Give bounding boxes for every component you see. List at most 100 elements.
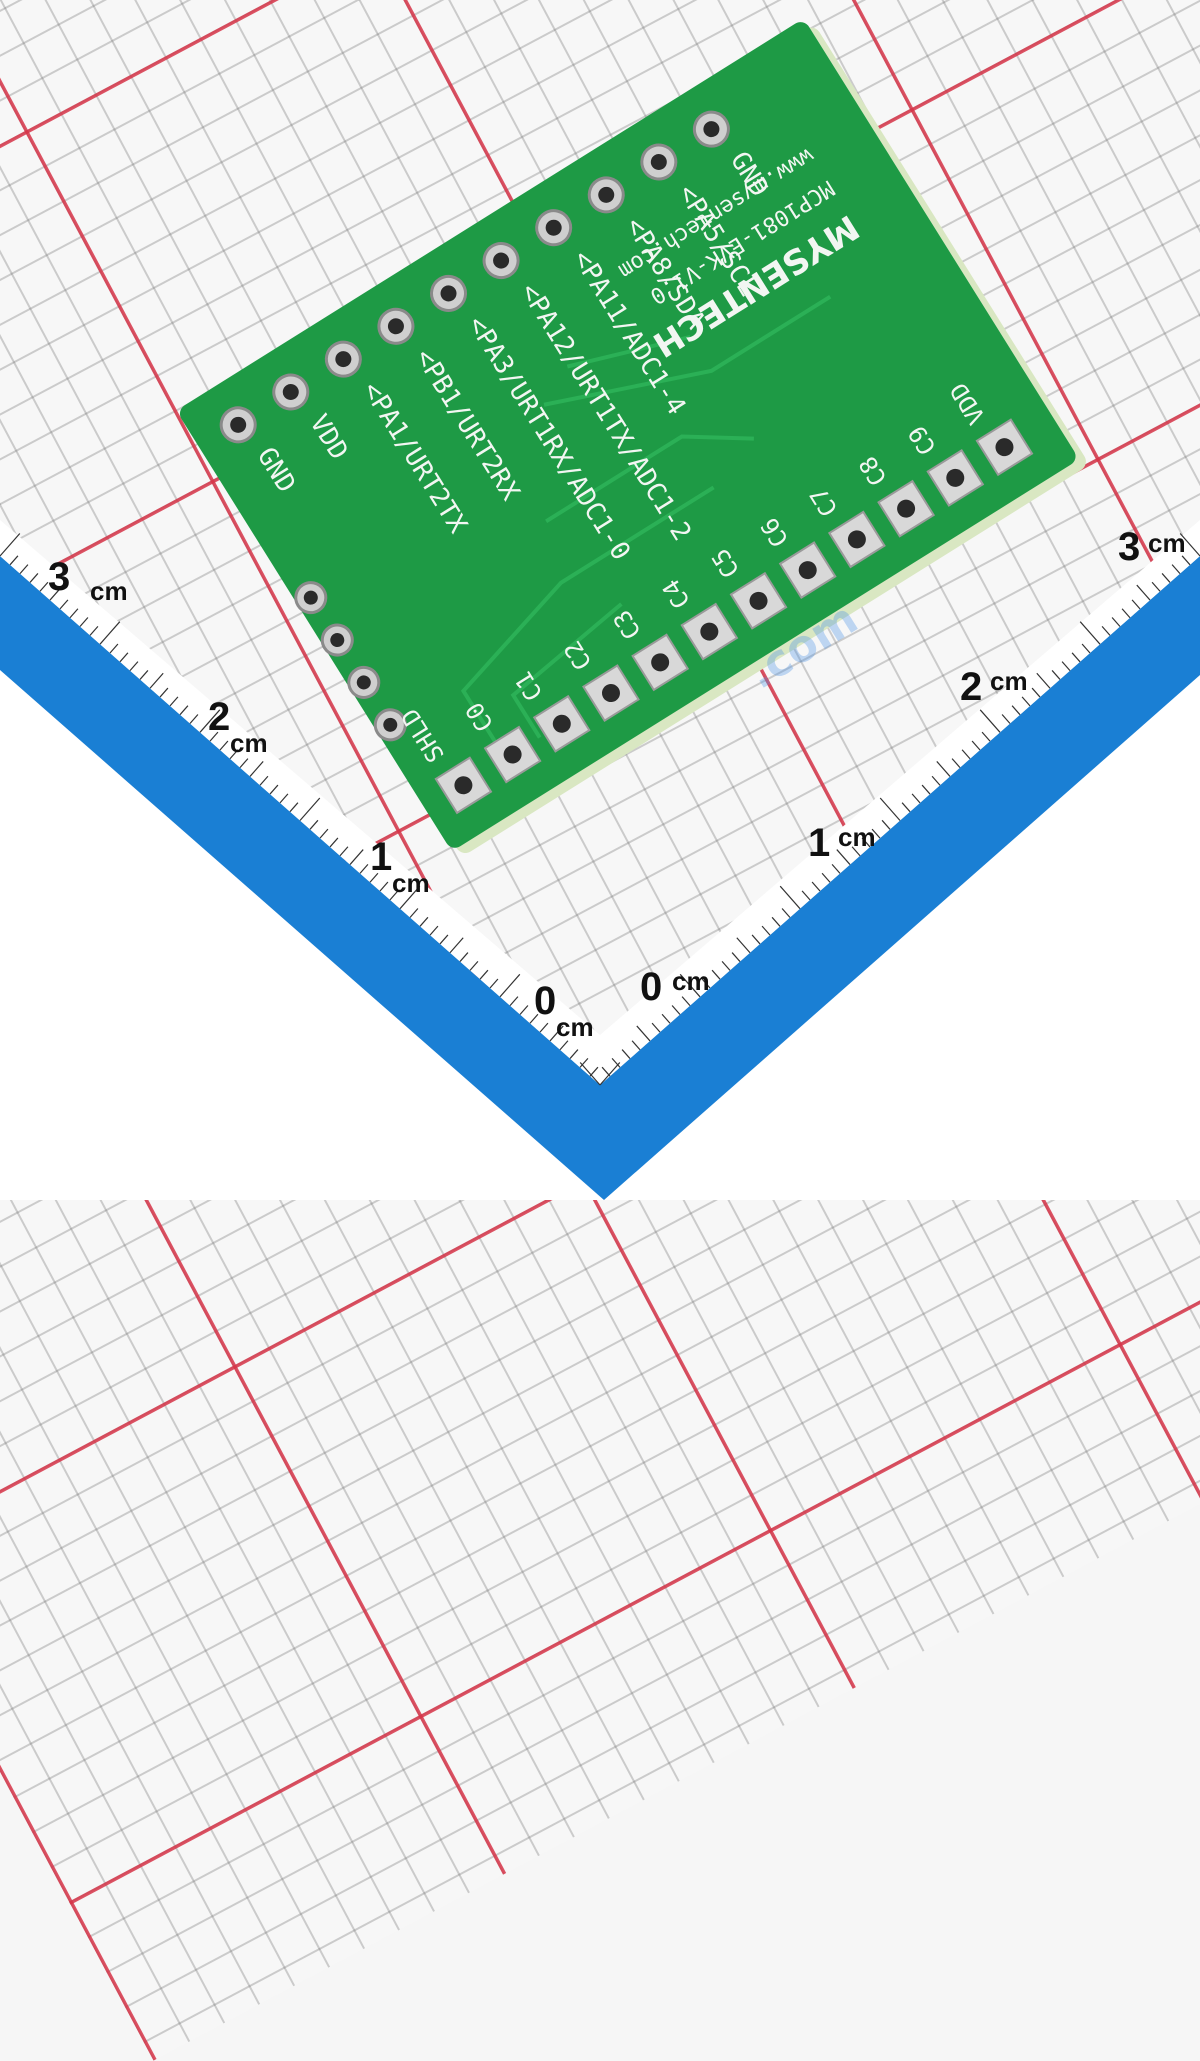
pin-hole-center xyxy=(493,252,510,269)
ruler-tick xyxy=(0,533,21,557)
ruler-tick xyxy=(239,758,249,768)
ruler-tick xyxy=(29,573,39,583)
ruler-unit-right-1: cm xyxy=(838,822,876,852)
ruler-tick xyxy=(429,925,439,936)
ruler-tick xyxy=(499,973,521,998)
ruler-tick xyxy=(599,1062,621,1086)
ruler-tick xyxy=(419,916,429,927)
ruler-tick xyxy=(519,1005,529,1015)
ruler-tick xyxy=(509,996,519,1007)
ruler-tick xyxy=(961,749,971,760)
ruler-tick xyxy=(801,890,811,901)
ruler-unit-left-2: cm xyxy=(230,728,268,758)
ruler-tick xyxy=(259,775,269,786)
scene: 3 cm 2 cm 1 cm 0 cm 3 cm 2 cm 1 cm 0 cm xyxy=(0,22,1200,1200)
ruler-tick xyxy=(911,793,921,804)
ruler-tick xyxy=(469,960,479,971)
pcb-surface xyxy=(179,22,1076,848)
ruler-tick xyxy=(631,1040,641,1051)
ruler-tick xyxy=(679,973,701,998)
ruler-tick xyxy=(1121,608,1131,619)
ruler-tick xyxy=(99,621,121,645)
ruler-label-right-3: 3 xyxy=(1118,525,1140,569)
ruler-tick xyxy=(1181,555,1191,566)
ruler-tick xyxy=(1131,599,1141,610)
ruler-tick xyxy=(751,934,761,945)
ruler-label-left-0: 0 xyxy=(534,979,556,1023)
ruler-unit-left-1: cm xyxy=(392,868,430,898)
ruler-tick xyxy=(1079,621,1101,645)
ruler-tick xyxy=(871,828,881,839)
square-pad-hole xyxy=(847,530,866,549)
ruler-white-inner-left xyxy=(0,670,604,1200)
square-pad-hole xyxy=(503,745,522,764)
square-pad-hole xyxy=(897,499,916,518)
square-pad-hole xyxy=(798,561,817,580)
ruler-labels-right: 3 cm 2 cm 1 cm 0 cm xyxy=(640,525,1186,1009)
ruler-tick xyxy=(49,584,64,601)
small-pin-hole-center xyxy=(383,717,398,732)
ruler-label-right-2: 2 xyxy=(960,665,982,709)
small-pin-hole-center xyxy=(330,633,345,648)
ruler-tick xyxy=(1136,584,1151,601)
ruler-tick xyxy=(359,864,369,874)
ruler-white-inner-right xyxy=(604,675,1200,1200)
pin-hole-center xyxy=(387,318,404,335)
ruler-unit-right-3: cm xyxy=(1148,528,1186,558)
ruler-tick xyxy=(781,908,791,918)
ruler-tick xyxy=(379,881,389,892)
ruler-tick xyxy=(711,969,721,980)
ruler-tick xyxy=(761,925,771,936)
ruler-unit-left-3: cm xyxy=(90,576,128,606)
ruler-tick xyxy=(59,599,69,610)
ruler-tick xyxy=(1001,714,1011,724)
ruler-tick xyxy=(1179,533,1200,557)
pin-hole-center xyxy=(703,121,720,138)
ruler-tick xyxy=(69,608,79,619)
ruler-tick xyxy=(149,672,164,689)
ruler-tick xyxy=(971,740,981,751)
small-pin-hole-center xyxy=(303,590,318,605)
ruler-tick xyxy=(1111,617,1121,627)
ruler-tick xyxy=(9,555,19,566)
pin-hole-center xyxy=(335,351,352,368)
ruler-tick xyxy=(89,625,99,636)
ruler-tick xyxy=(489,978,499,989)
ruler-tick xyxy=(249,761,264,777)
pcb-board: GNDVDD<PA1/URT2TX<PB1/URT2RX<PA3/URT1RX/… xyxy=(179,22,1086,854)
ruler-tick xyxy=(549,1025,564,1042)
ruler-label-left-3: 3 xyxy=(48,555,70,599)
ruler-tick xyxy=(289,802,299,813)
ruler-tick xyxy=(861,837,871,848)
ruler-tick xyxy=(701,978,711,989)
ruler-tick xyxy=(1011,705,1021,716)
ruler-tick xyxy=(821,872,831,883)
ruler-tick xyxy=(79,617,89,627)
small-pin-holes xyxy=(294,581,407,742)
ruler-tick xyxy=(979,709,1001,733)
ruler-tick xyxy=(1036,672,1051,689)
ruler-tick xyxy=(179,705,189,716)
ruler-tick xyxy=(559,1040,569,1051)
ruler-tick xyxy=(779,885,801,910)
square-pad-hole xyxy=(552,714,571,733)
ruler-tick xyxy=(636,1025,651,1042)
ruler-tick xyxy=(369,872,379,883)
ruler-tick xyxy=(229,749,239,760)
ruler-tick xyxy=(299,797,321,821)
ruler-tick xyxy=(409,908,419,918)
ruler-tick xyxy=(279,793,289,804)
ruler-unit-right-2: cm xyxy=(990,666,1028,696)
square-pad-hole xyxy=(995,438,1014,457)
ruler-tick xyxy=(579,1057,589,1068)
ruler-tick xyxy=(269,784,279,795)
ruler-tick xyxy=(479,969,489,980)
ruler-tick xyxy=(569,1049,579,1059)
ruler-tick xyxy=(671,1005,681,1015)
ruler-tick xyxy=(349,849,364,865)
pin-hole-center xyxy=(282,383,299,400)
ruler-tick xyxy=(399,885,421,910)
ruler-label-right-1: 1 xyxy=(808,821,830,865)
ruler-tick xyxy=(951,758,961,768)
ruler-tick xyxy=(449,937,464,954)
